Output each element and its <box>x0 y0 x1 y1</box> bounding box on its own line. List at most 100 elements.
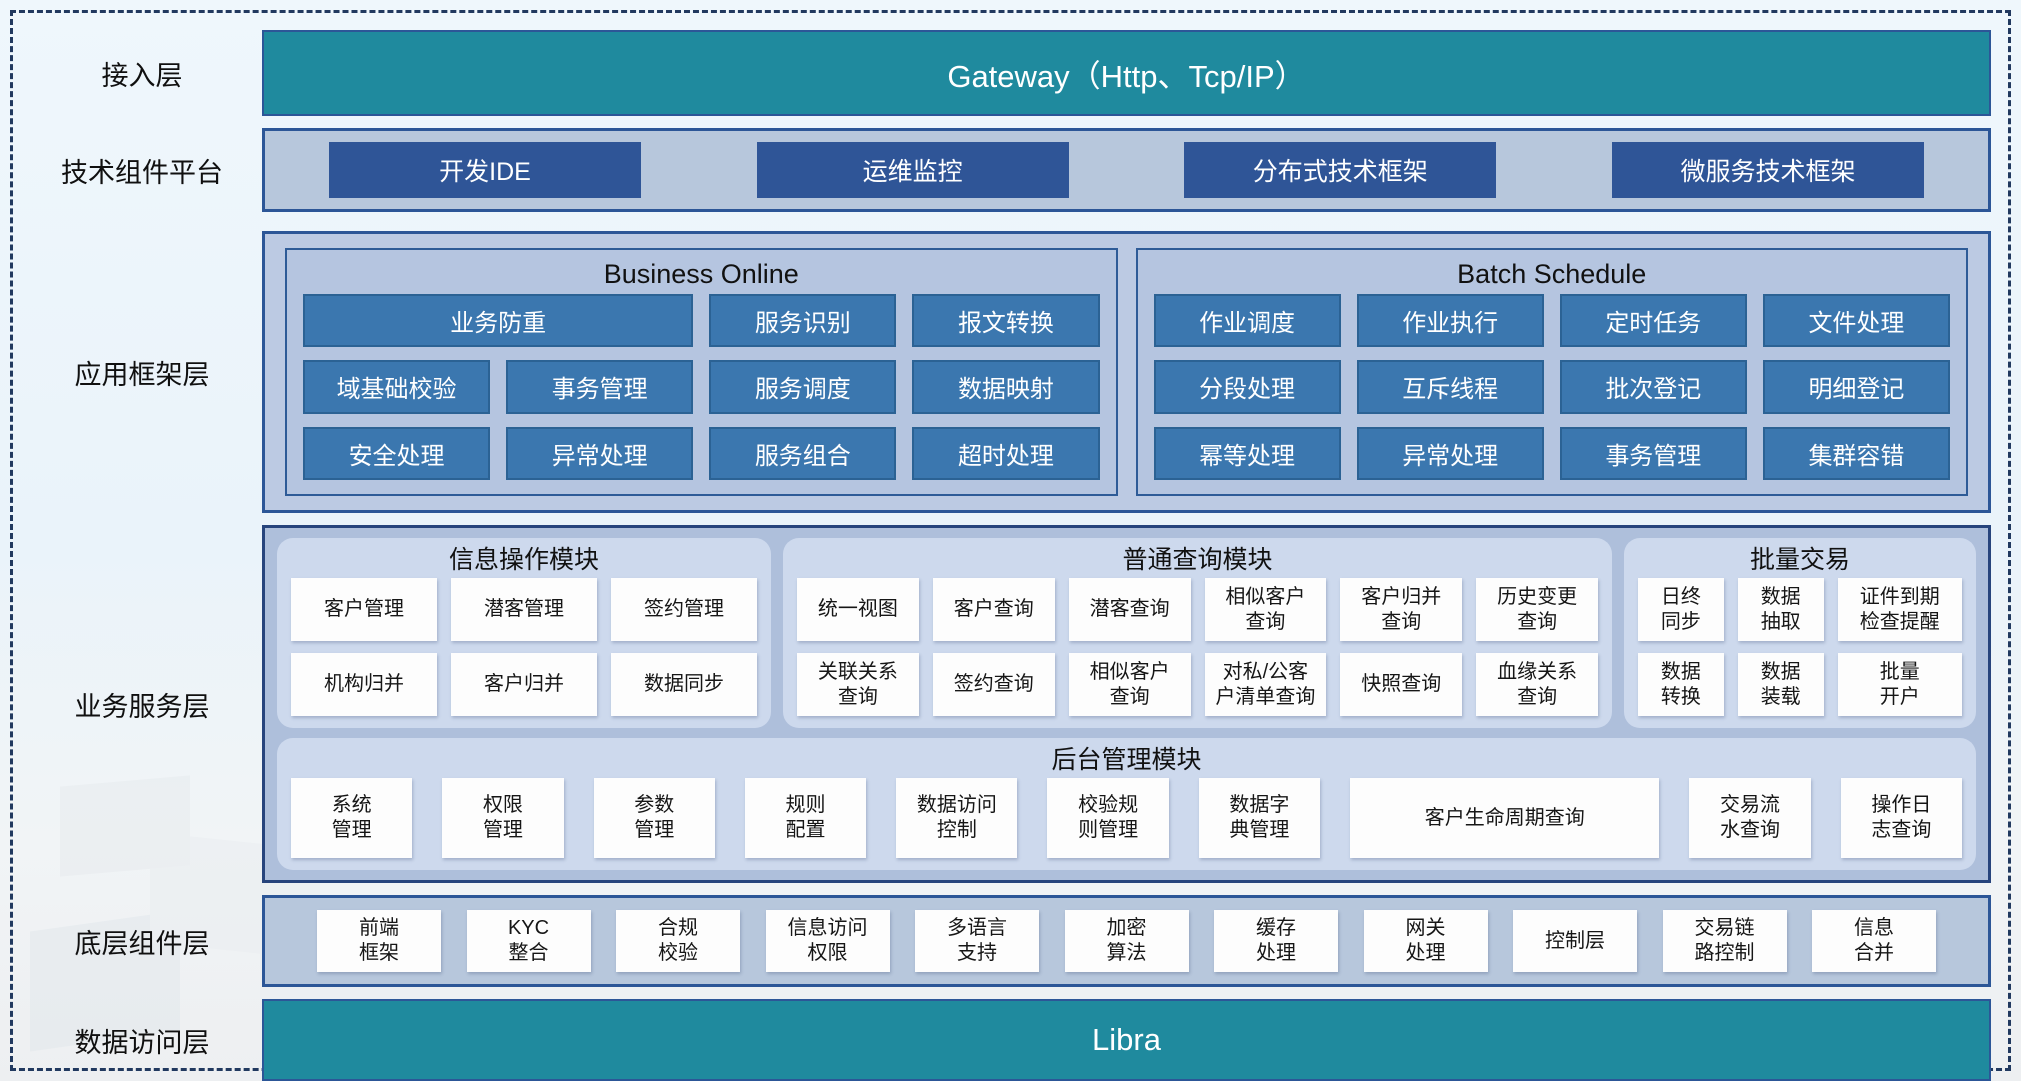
business-online-item: 超时处理 <box>912 426 1100 480</box>
batch-schedule-grid: 作业调度作业执行定时任务文件处理分段处理互斥线程批次登记明细登记幂等处理异常处理… <box>1153 294 1950 480</box>
business-service-container: 信息操作模块 客户管理潜客管理签约管理机构归并客户归并数据同步 普通查询模块 统… <box>262 525 1991 883</box>
gateway-bar: Gateway（Http、Tcp/IP） <box>262 30 1991 116</box>
base-component-item: 网关 处理 <box>1363 910 1488 972</box>
layer-base-components: 底层组件层 前端 框架 KYC 整合合规 校验信息访问 权限多语言 支持加密 算法… <box>22 895 1991 987</box>
batch-schedule-item: 明细登记 <box>1762 360 1950 414</box>
admin-item: 客户生命周期查询 <box>1350 778 1660 858</box>
info-ops-title: 信息操作模块 <box>448 546 599 574</box>
info-ops-item: 潜客管理 <box>451 578 597 641</box>
base-component-item: 交易链 路控制 <box>1662 910 1787 972</box>
admin-item: 规则 配置 <box>744 778 867 858</box>
business-online-item: 业务防重 <box>303 294 694 348</box>
business-online-item: 服务调度 <box>709 360 897 414</box>
batch-schedule-item: 分段处理 <box>1153 360 1341 414</box>
batch-schedule-item: 事务管理 <box>1559 426 1747 480</box>
common-query-item: 历史变更 查询 <box>1476 578 1598 641</box>
common-query-item: 客户归并 查询 <box>1340 578 1463 641</box>
common-query-item: 统一视图 <box>797 578 919 641</box>
batch-trade-grid: 日终 同步数据 抽取证件到期 检查提醒数据 转换数据 装载批量 开户 <box>1638 578 1962 716</box>
admin-item: 系统 管理 <box>291 778 413 858</box>
batch-schedule-item: 作业执行 <box>1356 294 1544 348</box>
batch-trade-item: 数据 装载 <box>1737 653 1824 716</box>
base-component-item: 控制层 <box>1513 910 1637 972</box>
batch-trade-item: 批量 开户 <box>1837 653 1962 716</box>
business-online-item: 异常处理 <box>506 426 694 480</box>
tech-platform-item: 微服务技术框架 <box>1611 142 1924 198</box>
common-query-item: 客户查询 <box>932 578 1055 641</box>
tech-platform-bar: 开发IDE 运维监控 分布式技术框架 微服务技术框架 <box>262 128 1991 212</box>
business-online-panel: Business Online 业务防重服务识别报文转换域基础校验事务管理服务调… <box>285 248 1118 496</box>
batch-schedule-item: 文件处理 <box>1762 294 1950 348</box>
base-components-bar: 前端 框架 KYC 整合合规 校验信息访问 权限多语言 支持加密 算法缓存 处理网… <box>262 895 1991 987</box>
layer-access: 接入层 Gateway（Http、Tcp/IP） <box>22 30 1991 116</box>
business-online-item: 服务识别 <box>709 294 897 348</box>
base-component-item: 信息 合并 <box>1812 910 1936 972</box>
common-query-grid: 统一视图客户查询潜客查询相似客户 查询 客户归并 查询历史变更 查询关联关系 查询… <box>797 578 1598 716</box>
info-ops-grid: 客户管理潜客管理签约管理机构归并客户归并数据同步 <box>291 578 757 716</box>
base-component-item: 信息访问 权限 <box>765 910 890 972</box>
info-ops-item: 客户归并 <box>451 653 597 716</box>
layer-label-data-access: 数据访问层 <box>74 1027 210 1058</box>
admin-item: 数据字 典管理 <box>1198 778 1321 858</box>
batch-trade-item: 数据 抽取 <box>1737 578 1824 641</box>
business-online-item: 报文转换 <box>912 294 1100 348</box>
admin-title: 后台管理模块 <box>1051 746 1202 774</box>
info-ops-panel: 信息操作模块 客户管理潜客管理签约管理机构归并客户归并数据同步 <box>277 538 771 728</box>
business-online-title: Business Online <box>603 259 799 289</box>
common-query-item: 关联关系 查询 <box>797 653 919 716</box>
common-query-item: 签约查询 <box>932 653 1055 716</box>
info-ops-item: 签约管理 <box>611 578 757 641</box>
info-ops-item: 机构归并 <box>291 653 437 716</box>
libra-bar: Libra <box>262 999 1991 1081</box>
batch-schedule-panel: Batch Schedule 作业调度作业执行定时任务文件处理分段处理互斥线程批… <box>1135 248 1968 496</box>
admin-item: 校验规 则管理 <box>1047 778 1169 858</box>
common-query-item: 潜客查询 <box>1068 578 1191 641</box>
business-online-item: 数据映射 <box>912 360 1100 414</box>
admin-item: 操作日 志查询 <box>1840 778 1962 858</box>
base-component-item: 加密 算法 <box>1064 910 1189 972</box>
business-online-item: 事务管理 <box>506 360 694 414</box>
admin-item: 交易流 水查询 <box>1689 778 1811 858</box>
layer-tech-platform: 技术组件平台 开发IDE 运维监控 分布式技术框架 微服务技术框架 <box>22 128 1991 212</box>
layer-app-framework: 应用框架层 Business Online 业务防重服务识别报文转换域基础校验事… <box>22 231 1991 513</box>
business-online-item: 服务组合 <box>709 426 897 480</box>
batch-schedule-item: 集群容错 <box>1762 426 1950 480</box>
base-component-item: 前端 框架 <box>317 910 441 972</box>
business-service-top-row: 信息操作模块 客户管理潜客管理签约管理机构归并客户归并数据同步 普通查询模块 统… <box>277 538 1976 728</box>
tech-platform-item: 分布式技术框架 <box>1184 142 1497 198</box>
batch-trade-item: 日终 同步 <box>1638 578 1724 641</box>
base-component-item: 缓存 处理 <box>1214 910 1338 972</box>
base-component-item: 合规 校验 <box>616 910 740 972</box>
business-online-item: 安全处理 <box>303 426 491 480</box>
common-query-title: 普通查询模块 <box>1122 546 1273 574</box>
batch-trade-item: 数据 转换 <box>1638 653 1724 716</box>
business-online-item: 域基础校验 <box>303 360 491 414</box>
layer-label-base-components: 底层组件层 <box>74 928 210 959</box>
base-component-item: KYC 整合 <box>466 910 591 972</box>
info-ops-item: 客户管理 <box>291 578 437 641</box>
common-query-item: 快照查询 <box>1340 653 1463 716</box>
batch-schedule-item: 作业调度 <box>1153 294 1341 348</box>
admin-panel: 后台管理模块 系统 管理权限 管理参数 管理规则 配置数据访问 控制校验规 则管… <box>277 738 1976 870</box>
admin-item: 权限 管理 <box>442 778 564 858</box>
batch-trade-panel: 批量交易 日终 同步数据 抽取证件到期 检查提醒数据 转换数据 装载批量 开户 <box>1624 538 1976 728</box>
base-component-item: 多语言 支持 <box>915 910 1039 972</box>
batch-trade-item: 证件到期 检查提醒 <box>1837 578 1962 641</box>
common-query-panel: 普通查询模块 统一视图客户查询潜客查询相似客户 查询 客户归并 查询历史变更 查询… <box>783 538 1612 728</box>
batch-schedule-item: 幂等处理 <box>1153 426 1341 480</box>
batch-schedule-title: Batch Schedule <box>1457 259 1647 289</box>
batch-schedule-item: 批次登记 <box>1559 360 1747 414</box>
app-framework-container: Business Online 业务防重服务识别报文转换域基础校验事务管理服务调… <box>262 231 1991 513</box>
layer-label-business-service: 业务服务层 <box>74 691 210 722</box>
common-query-item: 相似客户 查询 <box>1068 653 1191 716</box>
common-query-item: 对私/公客 户清单查询 <box>1204 653 1327 716</box>
batch-trade-title: 批量交易 <box>1749 546 1850 574</box>
tech-platform-item: 开发IDE <box>329 142 641 198</box>
layer-label-access: 接入层 <box>101 60 183 91</box>
tech-platform-item: 运维监控 <box>756 142 1069 198</box>
batch-schedule-item: 异常处理 <box>1356 426 1544 480</box>
batch-schedule-item: 定时任务 <box>1559 294 1747 348</box>
layer-label-tech-platform: 技术组件平台 <box>61 157 223 188</box>
layer-label-app-framework: 应用框架层 <box>74 359 210 390</box>
